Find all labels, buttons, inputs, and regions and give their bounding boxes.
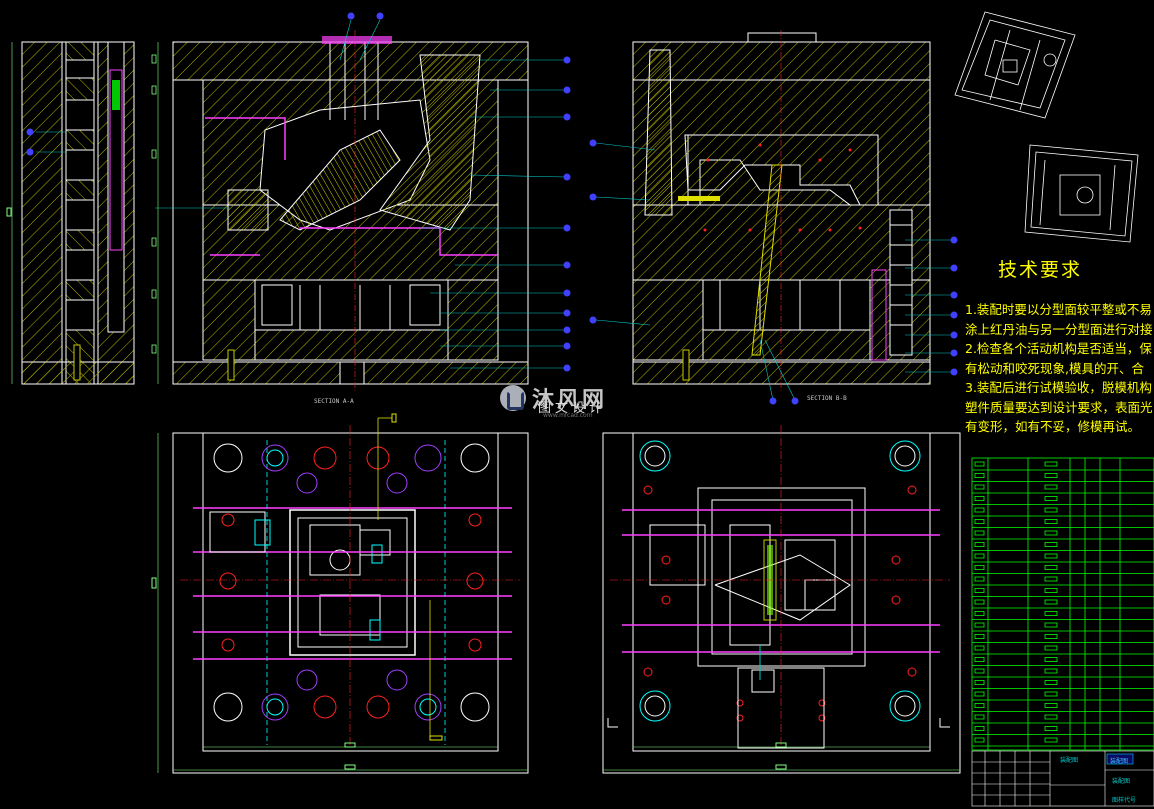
table-row-marker: [1044, 737, 1058, 743]
section-b-b-view: [595, 30, 953, 401]
section-a-a-view: [151, 19, 567, 392]
table-row-marker: [1044, 484, 1058, 490]
table-row-marker: [974, 611, 985, 616]
section-a-label: SECTION A-A: [314, 398, 354, 405]
title-block-label-b: 装配图: [1112, 778, 1131, 785]
table-row-marker: [974, 473, 985, 478]
table-row-marker: [1044, 519, 1058, 524]
table-row-marker: [974, 553, 985, 559]
table-row-marker: [1044, 553, 1058, 559]
tech-requirement-line: 2.检查各个活动机构是否适当，保: [965, 341, 1152, 356]
tech-requirement-line: 有变形，如有不妥，修模再试。: [965, 419, 1141, 434]
watermark-url: www.mfcad.com: [543, 412, 593, 419]
table-row-marker: [1044, 691, 1058, 697]
balloon-1: [26, 128, 34, 136]
title-block-label-a: 装配图: [1060, 757, 1079, 764]
table-row-marker: [974, 668, 985, 674]
table-row-marker: [1044, 657, 1058, 662]
tech-requirement-line: 3.装配后进行试模验收，脱模机构: [965, 380, 1152, 395]
tech-requirements-title: 技术要求: [998, 259, 1083, 281]
table-row-marker: [974, 576, 985, 582]
table-row-marker: [1044, 703, 1058, 708]
table-row-marker: [1044, 565, 1058, 570]
table-row-marker: [974, 461, 985, 467]
title-block: [971, 750, 1154, 807]
parts-list-table: [971, 457, 1154, 751]
section-b-balloons: [589, 139, 958, 405]
table-row-marker: [974, 691, 985, 697]
table-row-marker: [974, 645, 985, 651]
table-row-marker: [1044, 645, 1058, 651]
table-row-marker: [974, 634, 985, 639]
table-row-marker: [1044, 611, 1058, 616]
table-row-marker: [974, 622, 985, 628]
table-row-marker: [1044, 726, 1058, 731]
balloon-2: [26, 148, 34, 156]
table-row-marker: [1044, 530, 1058, 536]
plan-view-moving-half: [602, 425, 961, 774]
table-row-marker: [1044, 599, 1058, 605]
title-block-label-c: 图样代号: [1112, 797, 1137, 804]
table-row-marker: [1044, 576, 1058, 582]
watermark-subtitle: 图文设计: [538, 401, 607, 416]
table-row-marker: [974, 599, 985, 605]
table-row-marker: [1044, 507, 1058, 513]
table-row-marker: [974, 484, 985, 490]
table-row-marker: [1044, 714, 1058, 720]
table-row-marker: [974, 507, 985, 513]
table-row-marker: [974, 496, 985, 501]
table-row-marker: [974, 714, 985, 720]
tech-requirement-line: 涂上红丹油与另一分型面进行对接: [965, 321, 1153, 337]
table-row-marker: [1044, 634, 1058, 639]
tech-requirement-line: 有松动和咬死现象,模具的开、合: [965, 360, 1144, 376]
table-row-marker: [1044, 680, 1058, 685]
table-row-marker: [974, 565, 985, 570]
section-a-balloons: [347, 12, 571, 372]
title-block-badge: 装配图: [1110, 758, 1129, 765]
table-row-marker: [1044, 622, 1058, 628]
table-row-marker: [974, 657, 985, 662]
table-row-marker: [974, 588, 985, 593]
table-row-marker: [1044, 496, 1058, 501]
tech-requirement-line: 塑件质量要达到设计要求，表面光: [965, 399, 1153, 415]
part-3d-sketch-bottom: [1024, 144, 1139, 243]
table-row-marker: [1044, 668, 1058, 674]
table-row-marker: [974, 542, 985, 547]
watermark-logo-icon: [500, 385, 526, 411]
table-row-marker: [974, 703, 985, 708]
table-row-marker: [1044, 461, 1058, 467]
watermark: 沐风网: [500, 382, 607, 414]
plan-view-fixed-half: [151, 413, 529, 774]
table-row-marker: [1044, 588, 1058, 593]
side-view-narrow: [6, 41, 135, 385]
table-row-marker: [974, 726, 985, 731]
table-row-marker: [974, 680, 985, 685]
table-row-marker: [974, 530, 985, 536]
section-b-label: SECTION B-B: [807, 395, 847, 402]
watermark-brand: 沐风网: [532, 388, 608, 413]
part-3d-sketch-top: [954, 11, 1076, 119]
table-row-marker: [974, 737, 985, 743]
table-row-marker: [1044, 542, 1058, 547]
tech-requirement-line: 1.装配时要以分型面较平整或不易: [965, 302, 1152, 317]
table-row-marker: [1044, 473, 1058, 478]
table-row-marker: [974, 519, 985, 524]
